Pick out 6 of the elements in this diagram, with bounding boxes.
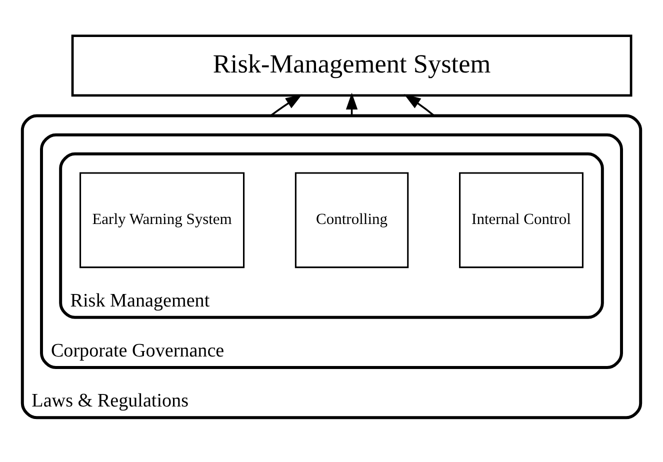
node-box: Controlling [294, 172, 409, 268]
arrow [404, 94, 435, 116]
node-box: Risk-Management System [71, 34, 632, 96]
node-box: Early Warning System [80, 172, 245, 268]
node-box: Internal Control [459, 172, 584, 268]
arrow [270, 94, 302, 116]
